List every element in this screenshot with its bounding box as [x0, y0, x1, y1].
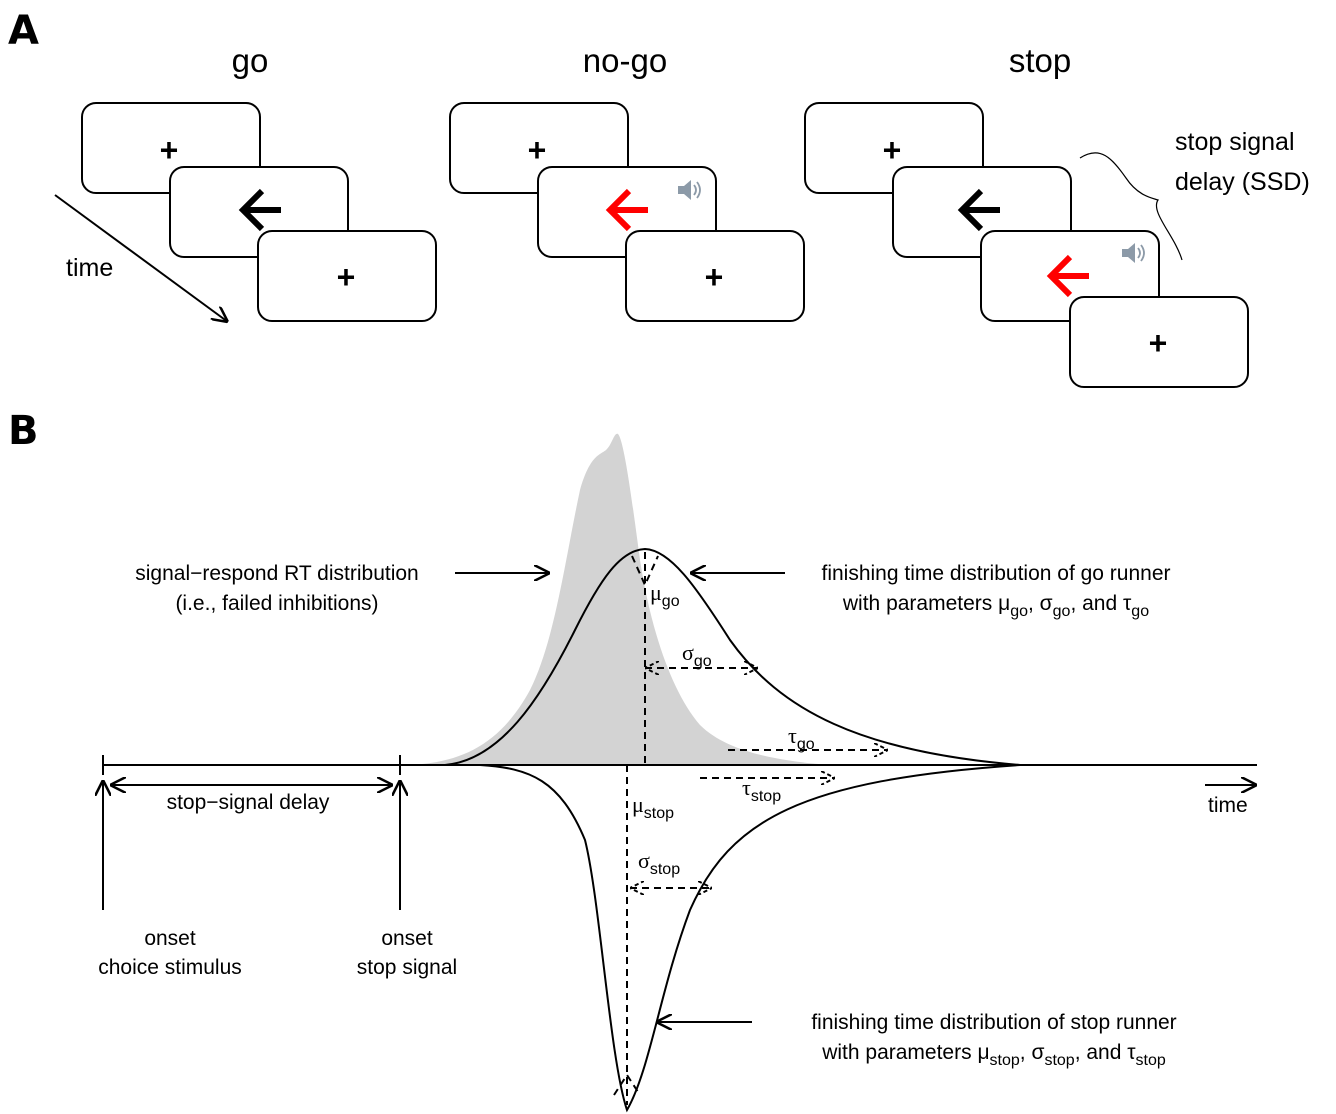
- stop-runner-distribution: [479, 764, 1021, 1113]
- fixation-cross: +: [883, 132, 902, 168]
- mu-stop-marker: [613, 1073, 641, 1096]
- go-dist-label-line2: with parameters μgo, σgo, and τgo: [842, 592, 1149, 620]
- go-title: go: [232, 42, 269, 79]
- fixation-cross: +: [528, 132, 547, 168]
- fixation-cross: +: [1149, 325, 1168, 361]
- ssd-label-line1: stop signal: [1175, 128, 1295, 156]
- onset-stop-line2: stop signal: [357, 956, 457, 979]
- go-sequence: + + time: [54, 102, 437, 322]
- srrt-distribution: [400, 433, 830, 765]
- ssd-axis-label: stop−signal delay: [167, 791, 330, 814]
- nogo-sequence: + +: [449, 102, 805, 322]
- stop-dist-label-line1: finishing time distribution of stop runn…: [811, 1011, 1176, 1034]
- stop-dist-label-line2: with parameters μstop, σstop, and τstop: [821, 1041, 1166, 1069]
- screen-fixation-2: [625, 230, 805, 322]
- ssd-label-line2: delay (SSD): [1175, 168, 1310, 196]
- left-arrow-icon: [238, 188, 281, 232]
- srrt-label-line2: (i.e., failed inhibitions): [175, 592, 378, 615]
- panel-a-label: A: [8, 8, 39, 54]
- srrt-label-line1: signal−respond RT distribution: [135, 562, 418, 585]
- fixation-cross: +: [705, 259, 724, 295]
- ssd-brace: [1079, 152, 1183, 261]
- mu-go-marker: [631, 555, 659, 588]
- screen-fixation-3: [1069, 296, 1249, 388]
- sigma-stop-symbol: σstop: [638, 848, 680, 878]
- mu-stop-symbol: μstop: [632, 792, 674, 822]
- go-dist-label-line1: finishing time distribution of go runner: [821, 562, 1170, 585]
- left-arrow-icon: [1046, 254, 1089, 298]
- panel-b-label: B: [8, 408, 39, 454]
- time-label: time: [1208, 794, 1248, 817]
- fixation-cross: +: [160, 132, 179, 168]
- screen-fixation-2: [257, 230, 437, 322]
- left-arrow-icon: [957, 188, 1000, 232]
- tau-stop-symbol: τstop: [742, 775, 781, 805]
- onset-choice-line1: onset: [144, 927, 196, 950]
- time-label: time: [66, 254, 113, 282]
- left-arrow-icon: [605, 188, 648, 232]
- mu-go-symbol: μgo: [650, 580, 680, 610]
- go-runner-distribution: [444, 547, 1021, 766]
- sigma-go-symbol: σgo: [682, 640, 712, 670]
- tau-go-symbol: τgo: [788, 723, 815, 753]
- stop-sequence: + + stop signal delay (SSD): [804, 102, 1310, 388]
- onset-choice-line2: choice stimulus: [98, 956, 242, 979]
- time-arrow: [54, 194, 228, 322]
- stop-title: stop: [1009, 42, 1071, 79]
- nogo-title: no-go: [583, 42, 667, 79]
- fixation-cross: +: [337, 259, 356, 295]
- speaker-icon: [1122, 243, 1145, 263]
- speaker-icon: [678, 180, 701, 200]
- onset-stop-line1: onset: [381, 927, 433, 950]
